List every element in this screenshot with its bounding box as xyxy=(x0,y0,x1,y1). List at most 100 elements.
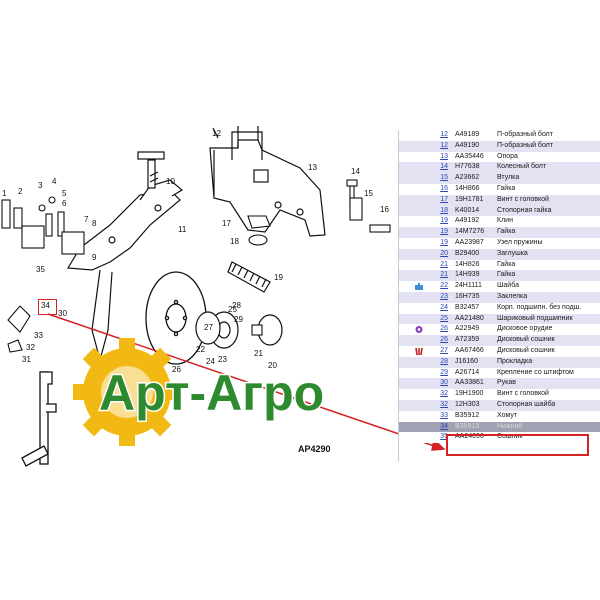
part-33-clamp xyxy=(7,305,31,353)
callout-34-highlight-box[interactable]: 34 xyxy=(38,299,57,315)
callout-19: 19 xyxy=(274,273,283,282)
row-number-link[interactable]: 22 xyxy=(440,282,448,290)
part-code: B35913 xyxy=(455,422,480,430)
part-description: Хомут xyxy=(497,411,518,419)
row-number-link[interactable]: 24 xyxy=(440,303,448,311)
part-code: 14H826 xyxy=(455,260,480,268)
callout-25: 25 xyxy=(228,305,237,314)
row-number-link[interactable]: 26 xyxy=(440,336,448,344)
row-number-link[interactable]: 21 xyxy=(440,260,448,268)
row-number-link[interactable]: 21 xyxy=(440,271,448,279)
part-code: 14H866 xyxy=(455,184,480,192)
row-number-link[interactable]: 34 xyxy=(440,422,448,430)
callout-20: 20 xyxy=(268,361,277,370)
art-agro-logo: Арт-Агро xyxy=(73,338,326,446)
part-code: A49190 xyxy=(455,141,480,149)
part-15-bushing xyxy=(349,197,363,221)
part-21-nut xyxy=(251,324,263,336)
row-number-link[interactable]: 32 xyxy=(440,400,448,408)
row-number-link[interactable]: 32 xyxy=(440,390,448,398)
row-number-link[interactable]: 19 xyxy=(440,217,448,225)
part-26-disc-opener xyxy=(145,271,207,365)
row-number-link[interactable]: 19 xyxy=(440,238,448,246)
row-number-link[interactable]: 19 xyxy=(440,228,448,236)
part-24-bearing-housing xyxy=(195,311,221,345)
callout-33: 33 xyxy=(34,331,43,340)
row-number-link[interactable]: 23 xyxy=(440,292,448,300)
row-number-link[interactable]: 13 xyxy=(440,152,448,160)
part-12-u-bolt xyxy=(231,131,263,160)
part-description: Гайка xyxy=(497,228,516,236)
diagram-code: AP4290 xyxy=(298,444,331,454)
part-description: Стопорная гайка xyxy=(497,206,552,214)
row-number-link[interactable]: 15 xyxy=(440,174,448,182)
part-13-support-bracket xyxy=(209,126,326,237)
part-35-opener-shank xyxy=(21,371,57,467)
part-code: B32457 xyxy=(455,303,480,311)
callout-14: 14 xyxy=(351,167,360,176)
row-number-link[interactable]: 12 xyxy=(440,141,448,149)
row-number-link[interactable]: 35 xyxy=(440,433,448,441)
row-number-link[interactable]: 25 xyxy=(440,314,448,322)
row-number-link[interactable]: 27 xyxy=(440,346,448,354)
row-number-link[interactable]: 14 xyxy=(440,163,448,171)
part-code: 16H735 xyxy=(455,292,480,300)
row-number-link[interactable]: 28 xyxy=(440,357,448,365)
table-row[interactable]: 16 14H866 Гайка xyxy=(399,183,600,195)
callout-8: 8 xyxy=(92,219,97,228)
callout-6: 6 xyxy=(62,199,67,208)
part-30-frame-arm xyxy=(66,179,184,363)
row-number-link[interactable]: 17 xyxy=(440,195,448,203)
part-code: A49192 xyxy=(455,217,480,225)
callout-28: 28 xyxy=(232,301,241,310)
part-code: A23662 xyxy=(455,174,480,182)
part-description: Дисковый сошник xyxy=(497,346,555,354)
row-number-link[interactable]: 30 xyxy=(440,379,448,387)
part-description: Шариковый подшипник xyxy=(497,314,573,322)
part-code: 14H939 xyxy=(455,271,480,279)
callout-1: 1 xyxy=(2,189,7,198)
fork-icon xyxy=(414,347,424,356)
row-number-link[interactable]: 26 xyxy=(440,325,448,333)
row-number-link[interactable]: 16 xyxy=(440,184,448,192)
logo-text: Арт-Агро xyxy=(99,365,324,421)
row-number-link[interactable]: 18 xyxy=(440,206,448,214)
row-number-link[interactable]: 29 xyxy=(440,368,448,376)
row-number-link[interactable]: 33 xyxy=(440,411,448,419)
part-description: Гайка xyxy=(497,184,516,192)
row-number-link[interactable]: 12 xyxy=(440,131,448,138)
row-number-link[interactable]: 20 xyxy=(440,249,448,257)
callout-16: 16 xyxy=(380,205,389,214)
part-code: AA33861 xyxy=(455,379,484,387)
part-code: 24H1111 xyxy=(455,282,482,290)
